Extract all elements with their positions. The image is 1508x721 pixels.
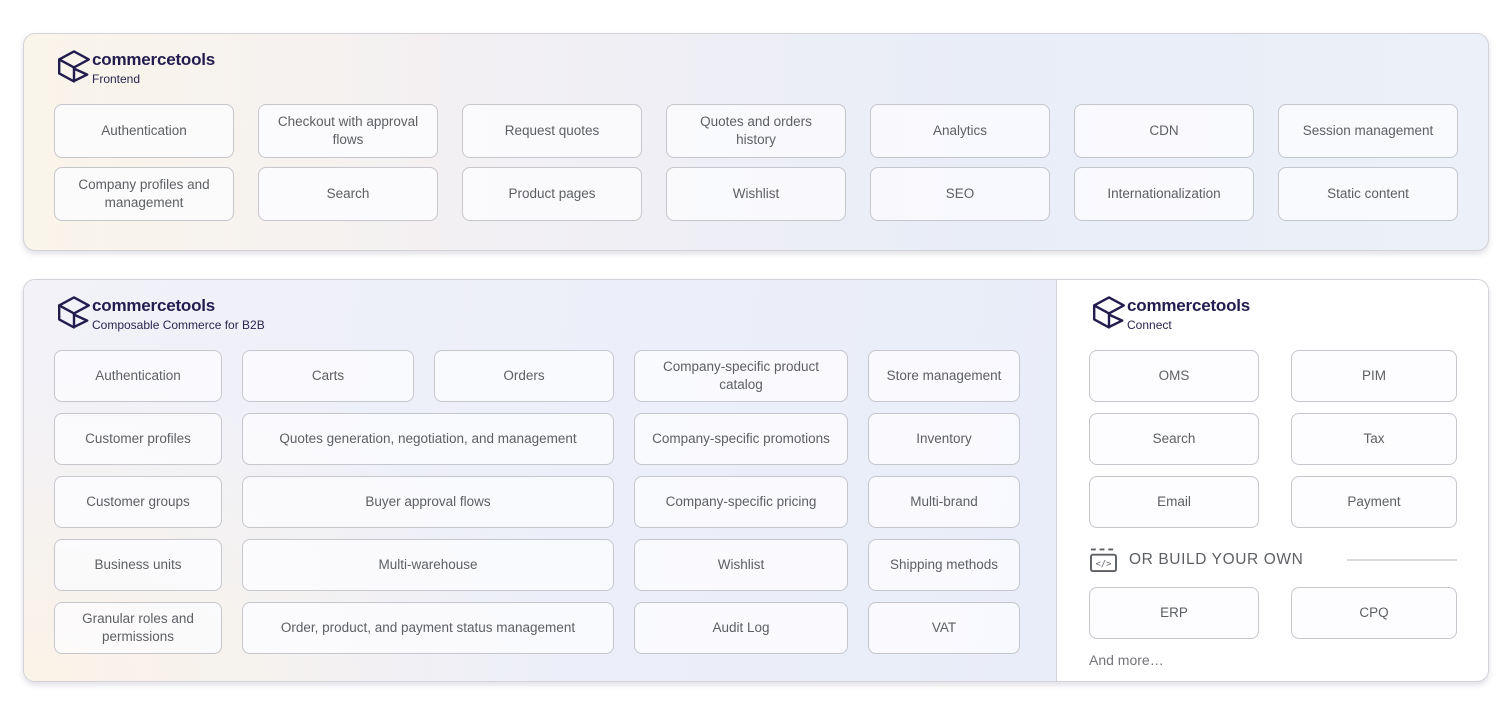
- feature-chip: Order, product, and payment status manag…: [242, 602, 614, 654]
- feature-chip: Customer groups: [54, 476, 222, 528]
- feature-chip: Static content: [1278, 167, 1458, 221]
- b2b-product-label: Composable Commerce for B2B: [92, 317, 265, 332]
- divider-line: [1347, 559, 1457, 561]
- feature-chip: OMS: [1089, 350, 1259, 402]
- feature-chip: Company-specific pricing: [634, 476, 848, 528]
- commercetools-logo-icon: [1089, 294, 1129, 336]
- feature-chip: Authentication: [54, 350, 222, 402]
- feature-chip: Quotes generation, negotiation, and mana…: [242, 413, 614, 465]
- feature-chip: Buyer approval flows: [242, 476, 614, 528]
- frontend-brand-text: commercetools Frontend: [92, 50, 215, 86]
- feature-chip: SEO: [870, 167, 1050, 221]
- feature-chip: Product pages: [462, 167, 642, 221]
- connect-brand-text: commercetools Connect: [1127, 296, 1250, 332]
- frontend-feature-grid: Authentication Checkout with approval flo…: [54, 104, 1458, 221]
- feature-chip: PIM: [1291, 350, 1457, 402]
- feature-chip: Quotes and orders history: [666, 104, 846, 158]
- feature-chip: Search: [1089, 413, 1259, 465]
- build-your-own-row: </> OR BUILD YOUR OWN: [1089, 547, 1457, 573]
- connect-custom-grid: ERP CPQ: [1089, 587, 1457, 639]
- feature-chip: Session management: [1278, 104, 1458, 158]
- feature-chip: Orders: [434, 350, 614, 402]
- code-window-icon: </>: [1089, 547, 1118, 573]
- feature-chip: Multi-warehouse: [242, 539, 614, 591]
- connect-product-label: Connect: [1127, 317, 1172, 332]
- feature-chip: Request quotes: [462, 104, 642, 158]
- feature-chip: Tax: [1291, 413, 1457, 465]
- build-your-own-label: OR BUILD YOUR OWN: [1129, 551, 1304, 568]
- feature-chip: Company profiles and management: [54, 167, 234, 221]
- and-more-label: And more…: [1089, 652, 1164, 668]
- feature-chip: Company-specific promotions: [634, 413, 848, 465]
- feature-chip: VAT: [868, 602, 1020, 654]
- frontend-panel: commercetools Frontend Authentication Che…: [23, 33, 1489, 251]
- feature-chip: Analytics: [870, 104, 1050, 158]
- feature-chip: Customer profiles: [54, 413, 222, 465]
- feature-chip: Business units: [54, 539, 222, 591]
- feature-chip: Email: [1089, 476, 1259, 528]
- feature-chip: Shipping methods: [868, 539, 1020, 591]
- feature-chip: CPQ: [1291, 587, 1457, 639]
- feature-chip: Store management: [868, 350, 1020, 402]
- frontend-brand-name: commercetools: [92, 50, 216, 69]
- feature-chip: CDN: [1074, 104, 1254, 158]
- feature-chip: Wishlist: [666, 167, 846, 221]
- feature-chip: Internationalization: [1074, 167, 1254, 221]
- commercetools-logo-icon: [54, 294, 94, 336]
- connect-brand-name: commercetools: [1127, 296, 1251, 315]
- feature-chip: Inventory: [868, 413, 1020, 465]
- svg-text:</>: </>: [1096, 560, 1112, 570]
- commercetools-logo-icon: [54, 48, 94, 90]
- frontend-product-label: Frontend: [92, 71, 141, 86]
- bottom-panel: commercetools Composable Commerce for B2…: [23, 279, 1489, 682]
- connect-panel-header: commercetools Connect: [1089, 294, 1457, 336]
- feature-chip: Search: [258, 167, 438, 221]
- feature-chip: Payment: [1291, 476, 1457, 528]
- feature-chip: Wishlist: [634, 539, 848, 591]
- b2b-section: commercetools Composable Commerce for B2…: [24, 280, 1057, 681]
- feature-chip: Company-specific product catalog: [634, 350, 848, 402]
- b2b-brand-name: commercetools: [92, 296, 216, 315]
- feature-chip: Checkout with approval flows: [258, 104, 438, 158]
- feature-chip: Authentication: [54, 104, 234, 158]
- frontend-panel-header: commercetools Frontend: [54, 48, 1458, 90]
- b2b-panel-header: commercetools Composable Commerce for B2…: [54, 294, 1056, 336]
- b2b-brand-text: commercetools Composable Commerce for B2…: [92, 296, 265, 332]
- feature-chip: Audit Log: [634, 602, 848, 654]
- feature-chip: Multi-brand: [868, 476, 1020, 528]
- feature-chip: Carts: [242, 350, 414, 402]
- feature-chip: ERP: [1089, 587, 1259, 639]
- feature-chip: Granular roles and permissions: [54, 602, 222, 654]
